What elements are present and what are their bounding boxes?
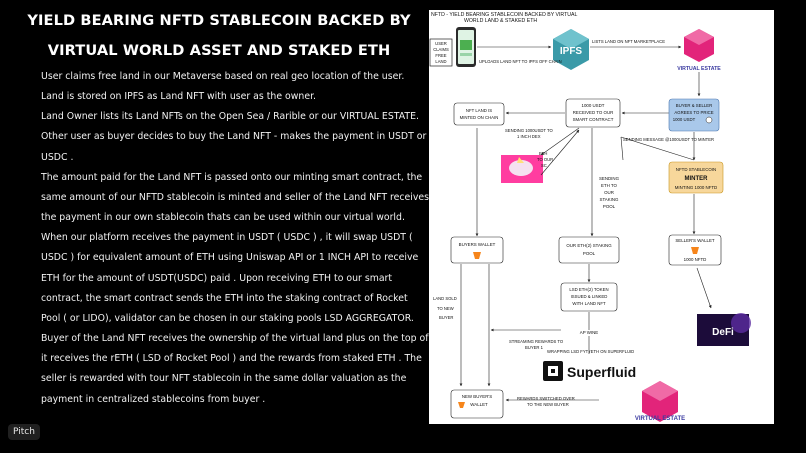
staking-pool-line: OUR ETH(2) STAKING [566, 243, 612, 248]
new-buyer-wallet-box [450, 389, 504, 419]
virtual-estate-logo-bottom: VIRTUAL ESTATE [635, 381, 685, 422]
sending-staking-line: ETH TO [601, 183, 618, 188]
eth-to-sc-line: ETH [539, 151, 547, 156]
phone-icon [456, 27, 476, 67]
sellers-wallet-line: SELLER'S WALLET [675, 238, 715, 243]
body-line: The amount paid for the Land NFT is pass… [41, 171, 423, 183]
body-line: same amount of our NFTD stablecoin is mi… [41, 191, 430, 203]
virtual-estate-label-top: VIRTUAL ESTATE [677, 66, 721, 72]
sending-minter-label: SENDING MESSAGE @1000USDT TO MINTER [623, 137, 714, 142]
user-box-line: LAND [435, 59, 446, 64]
user-box-line: CLAIMS [433, 47, 449, 52]
slide-body-text: User claims free land in our Metaverse b… [41, 67, 430, 410]
flow-diagram-svg: NFTD - YIELD BEARING STABLECOIN BACKED B… [429, 12, 751, 422]
superfluid-logo: Superfluid [543, 361, 636, 381]
usdt-received-line: SMART CONTRACT [573, 117, 614, 122]
body-line: User claims free land in our Metaverse b… [41, 71, 405, 82]
rewards-switched-line: REWARDS SWITCHED OVER [517, 396, 575, 401]
metamask-fox-icon [473, 252, 481, 259]
handshake-icon [705, 116, 713, 124]
body-line: it receives the rETH ( LSD of Rocket Poo… [41, 353, 422, 365]
user-box-line: FREE [435, 53, 446, 58]
diagram-header-line-1: NFTD - YIELD BEARING STABLECOIN BACKED B… [431, 12, 577, 18]
eth-to-sc-line: TO OUR [537, 157, 553, 162]
body-line: payment in centralized stablecoins from … [41, 393, 266, 405]
lsd-line: LSD ETH(2) TOKEN [569, 287, 608, 292]
minter-title: MINTER [685, 176, 709, 182]
metamask-fox-icon [691, 247, 699, 254]
streaming-line: BUYER 1 [525, 345, 544, 350]
buyers-wallet-box [450, 236, 504, 264]
slide-title-line-2: VIRTUAL WORLD ASSET AND STAKED ETH [47, 42, 391, 59]
body-line: Land Owner lists its Land NFTs on the Op… [41, 111, 419, 123]
ipfs-logo: IPFS [553, 29, 589, 70]
sending-staking-line: SENDING [599, 176, 620, 181]
diagram-header-line-2: WORLD LAND & STAKED ETH [464, 18, 537, 24]
new-buyer-line: NEW BUYER'S [462, 394, 492, 399]
body-line: contract, the smart contract sends the E… [41, 292, 408, 304]
upload-label: UPLOADS LAND NFT TO IPFS OFF CHAIN [479, 59, 562, 64]
pitch-badge[interactable]: Pitch [8, 424, 40, 440]
unicorn-dex-icon [501, 155, 543, 183]
sending-staking-line: STAKING [600, 197, 620, 202]
wrapping-label: WRAPPING LSD FYT rETH ON SUPERFLUID [547, 349, 634, 354]
land-sold-line: BUYER [439, 315, 453, 320]
body-line: seller is rewarded with tour NFT stablec… [41, 373, 407, 385]
nft-minted-line: MINTED ON CHAIN [460, 115, 499, 120]
body-line: the payment in our own stablecoin thats … [41, 212, 405, 224]
lsd-line: ISSUED & LINKED [571, 294, 608, 299]
sending-staking-line: OUR [604, 190, 614, 195]
usdt-received-box [565, 98, 621, 128]
metamask-fox-icon [458, 402, 465, 408]
buyer-seller-line: BUYER & SELLER [676, 103, 713, 108]
ap-wine-label: AP WINE [580, 330, 599, 335]
usdt-received-line: 1000 USDT [582, 103, 605, 108]
sending-dex-line: 1 INCH DEX [517, 134, 541, 139]
minter-line: MINTING 1000 NFTD [675, 185, 717, 190]
staking-pool-box [558, 236, 620, 264]
superfluid-label: Superfluid [567, 364, 636, 380]
defi-badge: DeFi [697, 313, 751, 346]
streaming-line: STREAMING REWARDS TO [509, 339, 564, 344]
body-line: ETH for the amount of USDT(USDC) paid . … [41, 272, 393, 284]
flow-diagram: NFTD - YIELD BEARING STABLECOIN BACKED B… [429, 10, 774, 424]
slide-title-line-1: YIELD BEARING NFTD STABLECOIN BACKED BY [27, 12, 411, 29]
virtual-estate-logo-top: VIRTUAL ESTATE [677, 29, 721, 72]
body-line: Buyer of the Land NFT receives the owner… [41, 333, 429, 345]
usdt-received-line: RECEIVED TO OUR [573, 110, 614, 115]
nft-minted-line: NFT LAND IS [466, 108, 492, 113]
body-line: Pool ( or LIDO), validator can be chosen… [41, 312, 414, 324]
staking-pool-line: POOL [583, 251, 596, 256]
user-claims-box [429, 38, 453, 67]
lsd-token-box [560, 282, 618, 312]
land-sold-line: TO NEW [437, 306, 454, 311]
defi-label: DeFi [712, 327, 734, 338]
new-buyer-line: WALLET [470, 402, 488, 407]
body-line: Other user as buyer decides to buy the L… [41, 131, 427, 143]
nftd-minter-box [668, 161, 724, 194]
buyer-seller-line: AGREES TO PRICE [674, 110, 713, 115]
virtual-estate-label-bottom: VIRTUAL ESTATE [635, 416, 685, 422]
sending-dex-line: SENDING 1000USDT TO [505, 128, 553, 133]
buyer-seller-line: 1000 USDT [673, 117, 696, 122]
minter-line: NFTD STABLECOIN [676, 167, 716, 172]
buyers-wallet-label: BUYERS WALLET [459, 242, 496, 247]
eth-to-sc-line: SC [541, 163, 547, 168]
body-line: USDC ) for equivalent amount of ETH usin… [41, 252, 419, 264]
user-box-line: USER [435, 41, 447, 46]
lsd-line: WITH LAND NFT [572, 301, 606, 306]
ipfs-label: IPFS [560, 46, 583, 57]
sellers-wallet-line: 1000 NFTD [684, 257, 707, 262]
body-line: When our platform receives the payment i… [41, 232, 413, 244]
body-line: Land is stored on IPFS as Land NFT with … [41, 91, 317, 103]
rewards-switched-line: TO THE NEW BUYER [527, 402, 569, 407]
nft-minted-box [453, 102, 505, 126]
buyer-seller-agree-box [668, 98, 720, 132]
body-line: USDC . [41, 151, 74, 163]
sending-staking-line: POOL [603, 204, 616, 209]
land-sold-line: LAND SOLD [433, 296, 457, 301]
lists-label: LISTS LAND ON NFT MARKETPLACE [592, 39, 665, 44]
